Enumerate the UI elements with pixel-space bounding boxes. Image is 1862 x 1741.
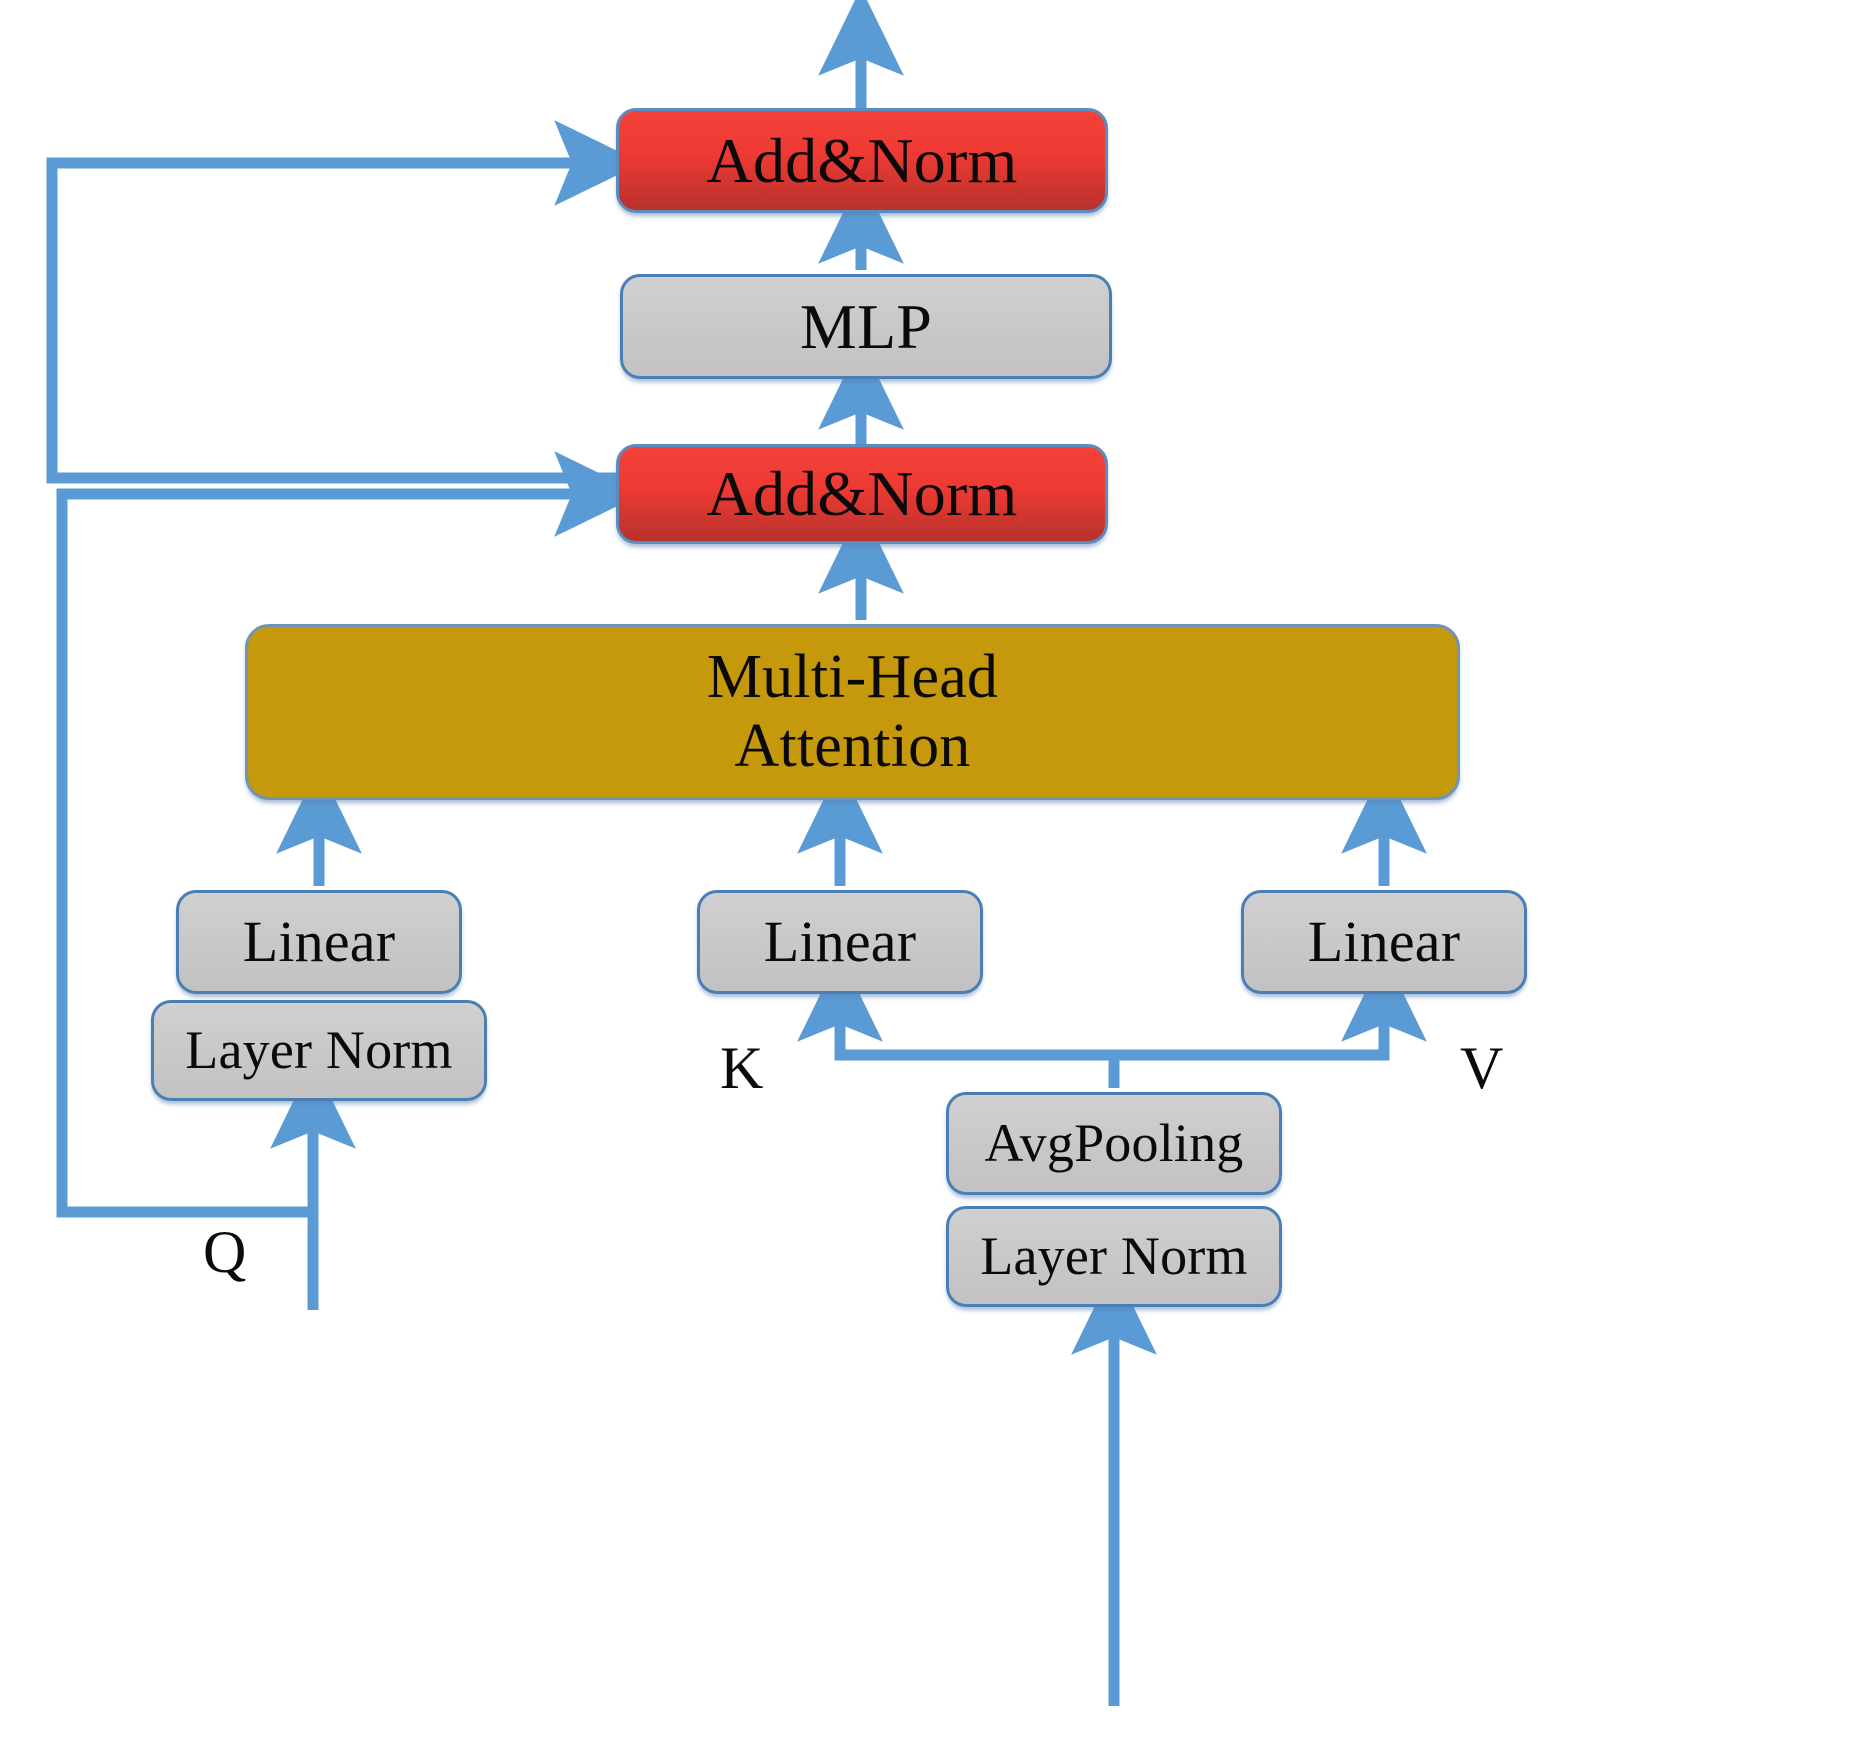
node-label: MLP [799,290,933,362]
connector-residual-outer [46,120,852,484]
node-label: Linear [1307,908,1461,974]
node-mlp[interactable]: MLP [620,274,1112,379]
connector-avgpool-to-lineark [797,953,1120,1088]
node-label: Linear [242,908,396,974]
node-add-norm-mid[interactable]: Add&Norm [616,444,1108,544]
label-text: Q [203,1219,247,1285]
node-layer-norm-q[interactable]: Layer Norm [151,1000,487,1101]
node-linear-v[interactable]: Linear [1241,890,1527,994]
node-linear-q[interactable]: Linear [176,890,462,994]
node-label: Layer Norm [185,1020,453,1081]
label-text: K [720,1035,764,1101]
node-add-norm-top[interactable]: Add&Norm [616,108,1108,213]
node-label: AvgPooling [984,1113,1244,1174]
node-label: Add&Norm [706,458,1018,530]
node-label: Multi-Head Attention [706,642,999,780]
node-label: Add&Norm [706,124,1018,196]
label-v: V [1460,1038,1503,1098]
node-multi-head-attention[interactable]: Multi-Head Attention [245,624,1460,800]
node-avg-pooling[interactable]: AvgPooling [946,1092,1282,1195]
node-label: Layer Norm [980,1226,1248,1287]
label-q: Q [203,1222,246,1282]
node-label: Linear [763,908,917,974]
connector-residual-inner [56,451,643,1218]
node-linear-k[interactable]: Linear [697,890,983,994]
label-text: V [1460,1035,1504,1101]
node-layer-norm-kv[interactable]: Layer Norm [946,1206,1282,1307]
connector-avgpool-to-linearv [1114,953,1427,1061]
label-k: K [720,1038,763,1098]
